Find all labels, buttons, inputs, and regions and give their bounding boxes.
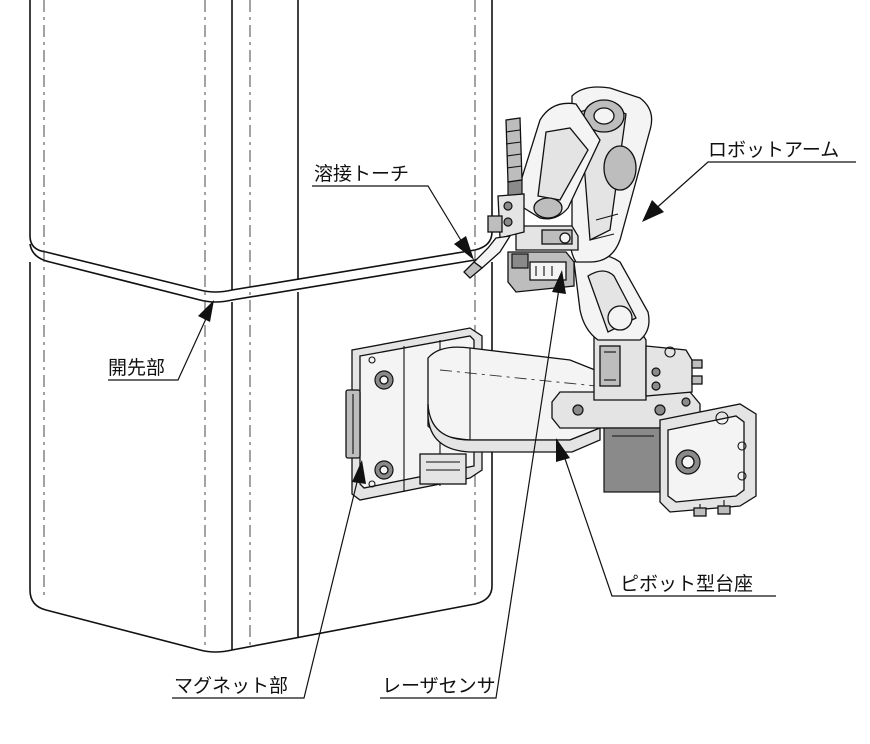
control-box bbox=[659, 403, 757, 517]
robot-arm bbox=[507, 86, 703, 401]
label-welding-torch: 溶接トーチ bbox=[314, 163, 409, 185]
label-laser-sensor: レーザセンサ bbox=[382, 675, 496, 697]
callout-pivot-base: ピボット型台座 bbox=[556, 438, 776, 597]
label-groove: 開先部 bbox=[108, 357, 165, 379]
label-magnet: マグネット部 bbox=[174, 675, 288, 697]
callout-laser-sensor: レーザセンサ bbox=[380, 270, 566, 699]
callout-robot-arm: ロボットアーム bbox=[642, 139, 856, 222]
steel-column bbox=[29, 0, 495, 653]
callout-magnet: マグネット部 bbox=[172, 460, 366, 699]
callout-groove: 開先部 bbox=[108, 300, 214, 381]
welding-torch bbox=[463, 117, 525, 279]
label-pivot-base: ピボット型台座 bbox=[620, 573, 753, 595]
label-robot-arm: ロボットアーム bbox=[708, 139, 839, 161]
callout-welding-torch: 溶接トーチ bbox=[312, 163, 474, 260]
